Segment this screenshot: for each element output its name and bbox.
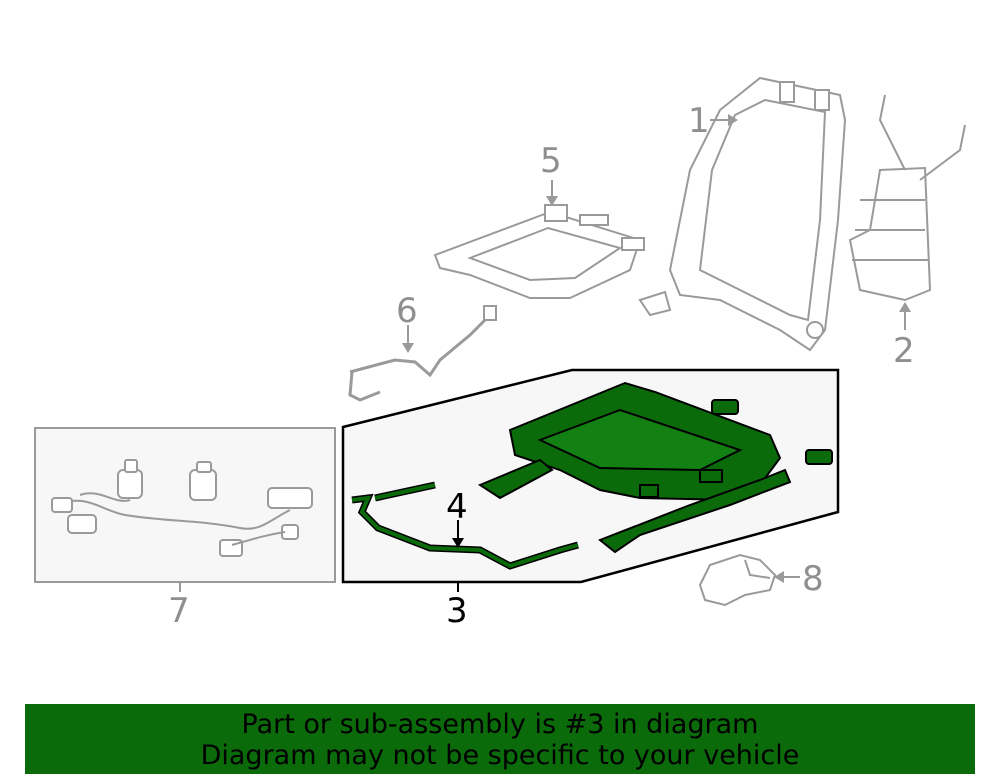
part-5-seat-pan[interactable] [433, 204, 645, 299]
callout-1[interactable]: 1 [688, 101, 710, 141]
part-4-bar-fill [351, 483, 579, 569]
part-5-arrow-icon [546, 196, 558, 206]
callout-2[interactable]: 2 [893, 331, 915, 371]
part-6-bracket[interactable] [348, 305, 497, 402]
part-7-harness [51, 459, 313, 557]
part-7-harness-group[interactable] [34, 427, 336, 592]
part-2-lumbar-support[interactable] [848, 94, 966, 302]
part-2-arrow-icon [899, 302, 911, 312]
info-banner: Part or sub-assembly is #3 in diagram Di… [25, 704, 975, 774]
part-3-clips [711, 399, 833, 465]
part-8-arrow-icon [774, 571, 784, 583]
callout-7[interactable]: 7 [168, 591, 190, 631]
part-4-arrow-icon [452, 538, 464, 548]
part-3-assembly-group[interactable] [341, 368, 840, 592]
part-6-arrow-icon [402, 343, 414, 353]
part-1-seatback-frame[interactable] [638, 76, 847, 352]
callout-5[interactable]: 5 [540, 141, 562, 181]
callout-4[interactable]: 4 [446, 487, 468, 527]
callout-8[interactable]: 8 [802, 559, 824, 599]
part-8-cover[interactable] [698, 553, 777, 607]
banner-line-1: Part or sub-assembly is #3 in diagram [241, 709, 759, 740]
parts-diagram: 1 2 3 4 5 6 7 8 [34, 76, 966, 631]
banner-line-2: Diagram may not be specific to your vehi… [200, 740, 800, 771]
callout-3[interactable]: 3 [446, 591, 468, 631]
callout-6[interactable]: 6 [396, 291, 418, 331]
part-1-arrow-icon [728, 114, 738, 126]
seat-adjuster-frame [477, 381, 792, 554]
